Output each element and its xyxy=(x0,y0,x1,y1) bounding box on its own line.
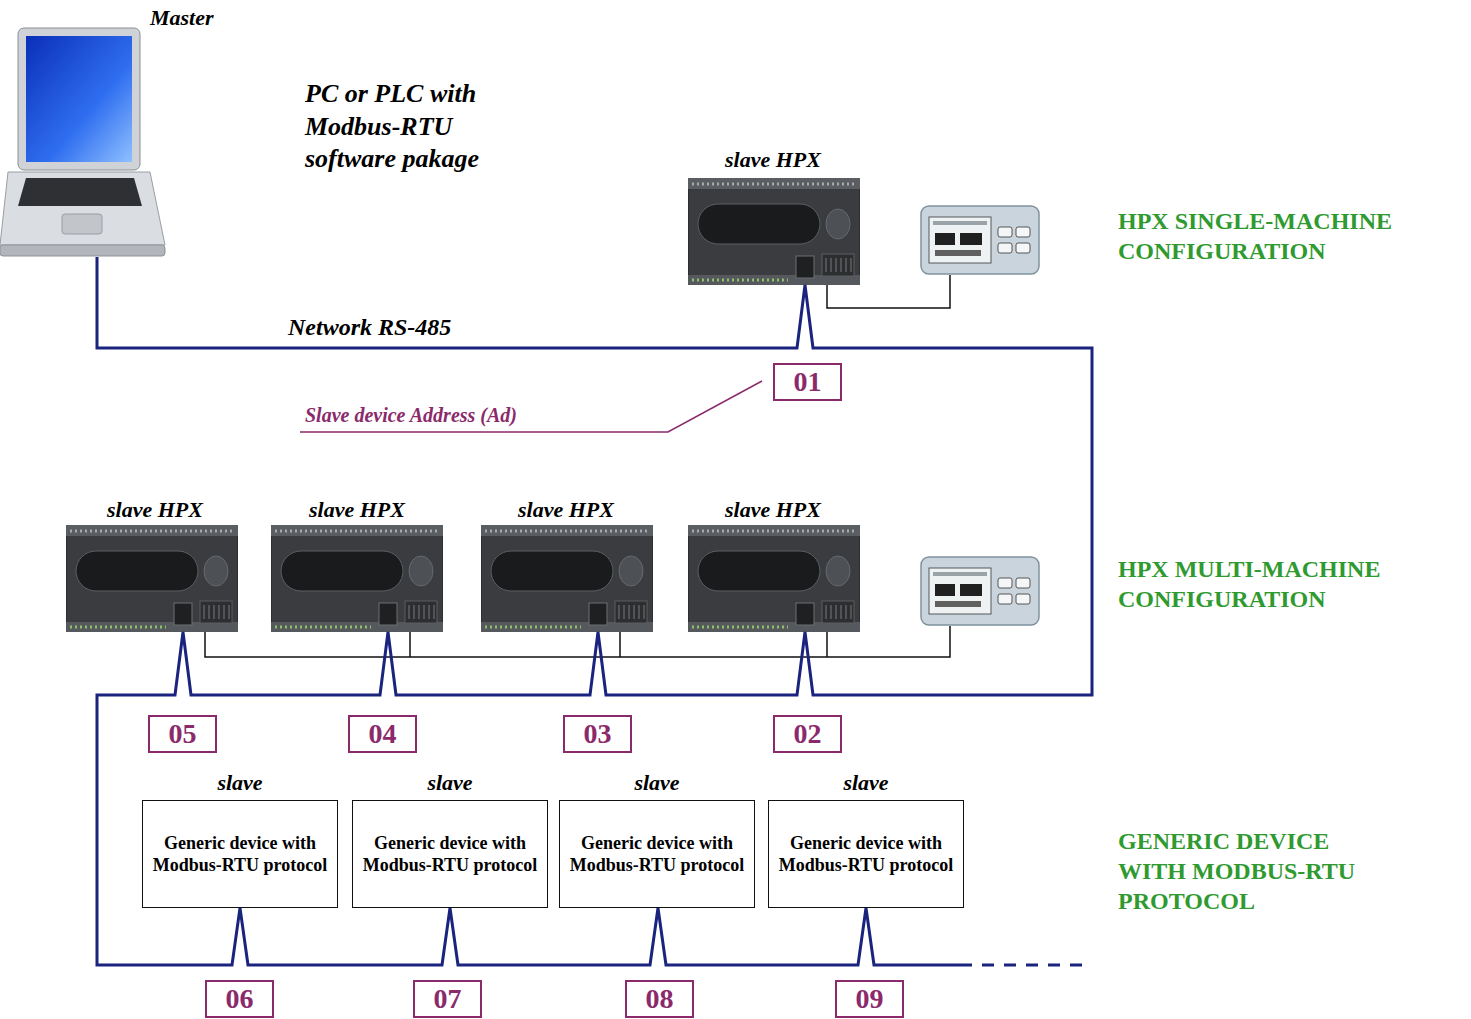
device-box: slaveGeneric device with Modbus-RTU prot… xyxy=(559,800,755,908)
rs485-bus-continuation xyxy=(960,964,1092,967)
address-box: 02 xyxy=(773,715,842,753)
device-text: Generic device with Modbus-RTU protocol xyxy=(353,832,547,877)
address-box: 07 xyxy=(413,980,482,1018)
keypad-terminals xyxy=(921,206,1039,625)
hpx-controllers xyxy=(66,178,860,632)
laptop-touchpad xyxy=(62,214,102,234)
device-text: Generic device with Modbus-RTU protocol xyxy=(769,832,963,877)
laptop-illustration xyxy=(0,28,165,256)
configuration-title: GENERIC DEVICE WITH MODBUS-RTU PROTOCOL xyxy=(1118,826,1386,916)
network-name: Network RS-485 xyxy=(288,312,451,342)
laptop-screen xyxy=(26,36,132,162)
device-box: slaveGeneric device with Modbus-RTU prot… xyxy=(142,800,338,908)
address-number: 07 xyxy=(428,985,468,1013)
address-box: 05 xyxy=(148,715,217,753)
address-box: 04 xyxy=(348,715,417,753)
device-title: slave HPX xyxy=(518,496,614,524)
device-title: slave HPX xyxy=(725,496,821,524)
keypad-terminal xyxy=(921,557,1039,625)
address-number: 03 xyxy=(578,720,618,748)
address-box: 01 xyxy=(773,363,842,401)
address-callout: Slave device Address (Ad) xyxy=(305,403,517,428)
laptop-front-edge xyxy=(0,245,165,256)
device-description: PC or PLC with Modbus-RTU software pakag… xyxy=(305,78,520,176)
address-number: 06 xyxy=(220,985,260,1013)
address-number: 04 xyxy=(363,720,403,748)
node-heading: slave xyxy=(634,770,679,796)
hpx-controller xyxy=(481,525,653,632)
keypad-wire xyxy=(205,626,950,657)
device-title: slave HPX xyxy=(725,146,821,174)
configuration-title: HPX MULTI-MACHINE CONFIGURATION xyxy=(1118,554,1463,614)
address-box: 03 xyxy=(563,715,632,753)
address-box: 08 xyxy=(625,980,694,1018)
device-box: slaveGeneric device with Modbus-RTU prot… xyxy=(352,800,548,908)
laptop-lid xyxy=(18,28,140,170)
address-number: 02 xyxy=(788,720,828,748)
device-box: slaveGeneric device with Modbus-RTU prot… xyxy=(768,800,964,908)
address-box: 06 xyxy=(205,980,274,1018)
hpx-controller xyxy=(688,178,860,285)
address-number: 05 xyxy=(163,720,203,748)
hpx-controller xyxy=(688,525,860,632)
device-title: slave HPX xyxy=(309,496,405,524)
device-title: slave HPX xyxy=(107,496,203,524)
keypad-wire xyxy=(827,275,950,308)
address-number: 08 xyxy=(640,985,680,1013)
address-number: 01 xyxy=(788,368,828,396)
laptop-base xyxy=(0,172,165,245)
device-title: Master xyxy=(150,4,214,32)
address-box: 09 xyxy=(835,980,904,1018)
node-heading: slave xyxy=(843,770,888,796)
leader-line xyxy=(300,381,762,432)
device-text: Generic device with Modbus-RTU protocol xyxy=(560,832,754,877)
configuration-title: HPX SINGLE-MACHINE CONFIGURATION xyxy=(1118,206,1463,266)
keypad-terminal xyxy=(921,206,1039,274)
node-heading: slave xyxy=(427,770,472,796)
hpx-controller xyxy=(271,525,443,632)
device-text: Generic device with Modbus-RTU protocol xyxy=(143,832,337,877)
hpx-controller xyxy=(66,525,238,632)
laptop-keyboard xyxy=(18,178,142,206)
local-wires xyxy=(205,275,950,657)
rs485-bus xyxy=(97,257,1092,965)
address-number: 09 xyxy=(850,985,890,1013)
node-heading: slave xyxy=(217,770,262,796)
